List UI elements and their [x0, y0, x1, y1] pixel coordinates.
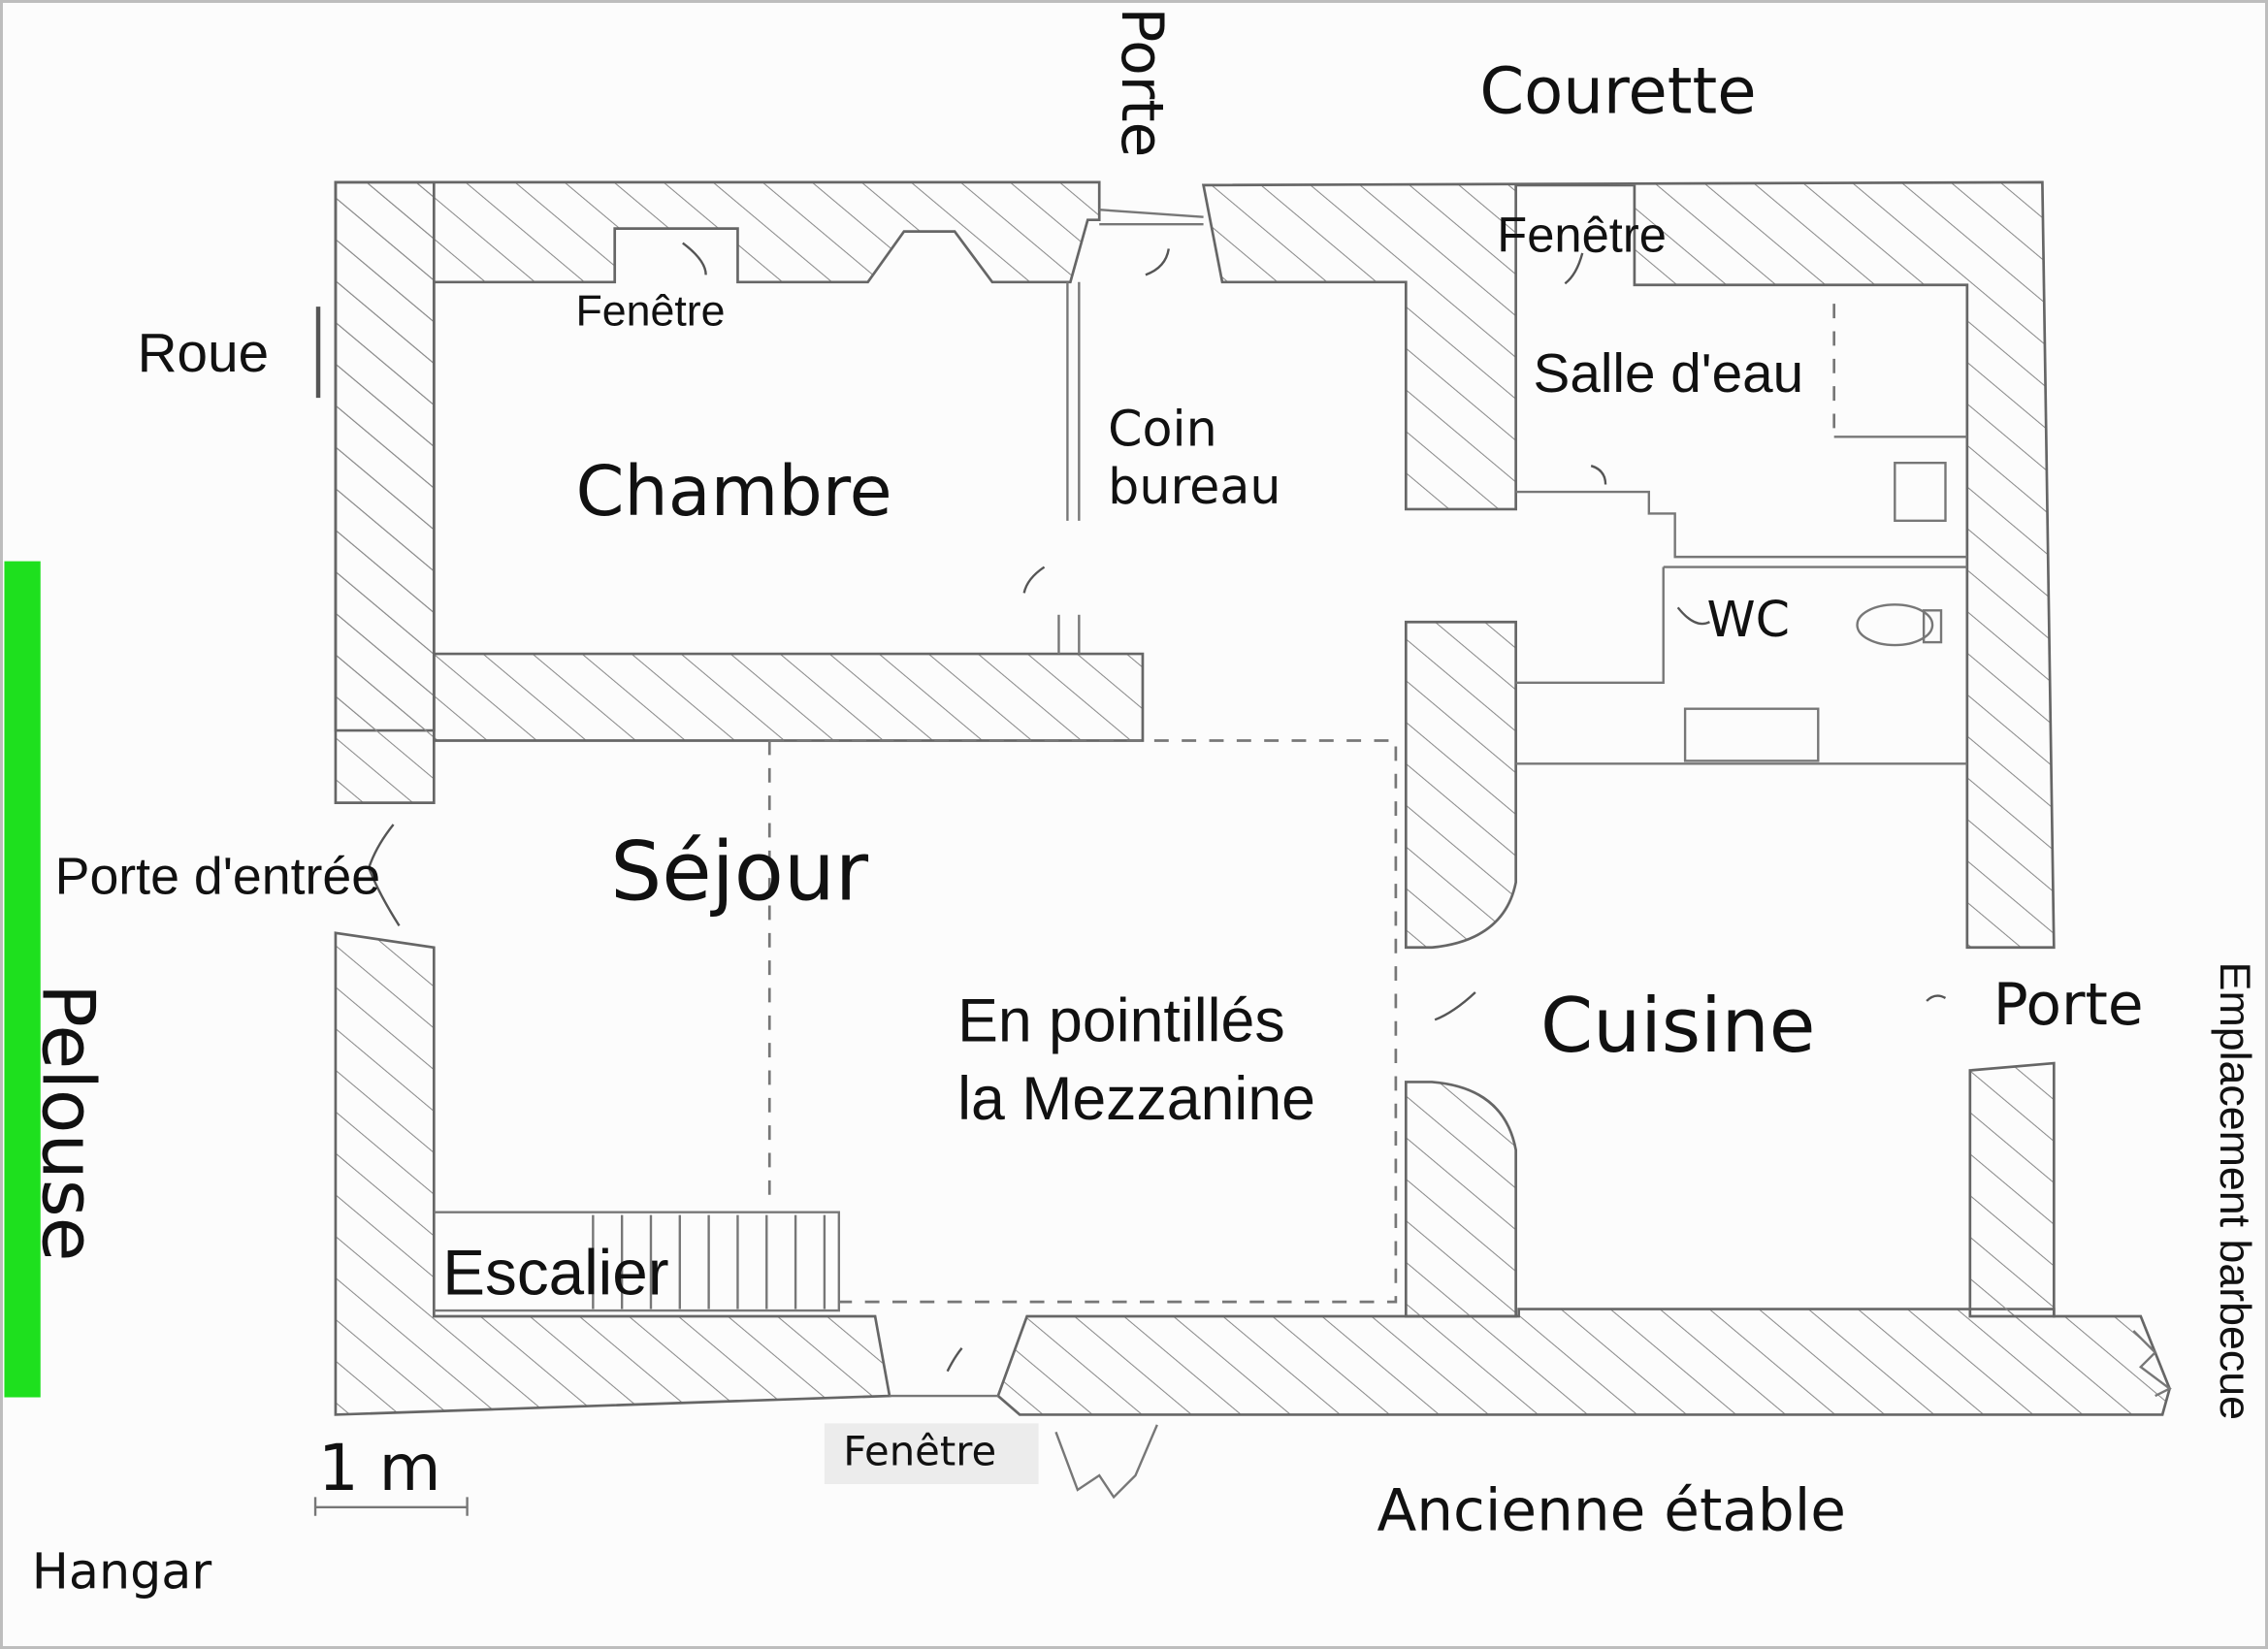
label-pelouse: Pelouse [26, 984, 111, 1261]
label-courette: Courette [1479, 54, 1756, 128]
label-porte-right: Porte [1993, 972, 2144, 1039]
label-coin: Coin [1108, 400, 1217, 457]
pelouse-bar [4, 561, 41, 1398]
stair-steps [592, 1214, 826, 1310]
label-hangar: Hangar [32, 1542, 212, 1600]
label-mezz-1: En pointillés [957, 987, 1285, 1055]
arrow-salle-eau [1590, 465, 1607, 485]
arrow-wc [1676, 606, 1710, 626]
label-chambre: Chambre [575, 451, 891, 532]
arrow-fenetre-bottom [946, 1347, 963, 1373]
label-escalier: Escalier [442, 1238, 668, 1309]
arrow-porte-top [1145, 248, 1170, 276]
arrow-fenetre-salle [1564, 252, 1584, 285]
label-wc: WC [1706, 591, 1790, 648]
fenetre-bottom-bg [824, 1423, 1039, 1484]
label-porte-top: Porte [1108, 7, 1175, 157]
label-mezz-2: la Mezzanine [957, 1065, 1315, 1133]
walls [334, 180, 2172, 1416]
label-fenetre-salle: Fenêtre [1497, 207, 1667, 262]
arrow-porte-right [1926, 994, 1947, 1002]
labels: Courette Porte Roue Fenêtre Fenêtre Sall… [26, 7, 2258, 1600]
label-roue: Roue [138, 323, 269, 384]
label-sejour: Séjour [610, 824, 869, 920]
label-porte-entree: Porte d'entrée [55, 848, 380, 906]
arrow-chambre [1022, 566, 1046, 594]
scale-bar [313, 1497, 469, 1516]
label-salle-eau: Salle d'eau [1534, 343, 1804, 404]
label-fenetre-chambre: Fenêtre [575, 288, 725, 336]
arrow-cuisine [1434, 991, 1476, 1021]
label-ancienne-etable: Ancienne étable [1377, 1478, 1846, 1545]
label-barbecue: Emplacement barbecue [2211, 962, 2258, 1420]
label-bureau: bureau [1108, 458, 1280, 515]
label-scale: 1 m [318, 1432, 441, 1505]
arrow-porte-entree [367, 824, 401, 927]
label-cuisine: Cuisine [1540, 983, 1816, 1070]
door-arrows [367, 242, 1947, 1373]
interior-lines [434, 209, 2172, 1500]
label-fenetre-bottom: Fenêtre [843, 1428, 996, 1475]
arrow-fenetre-chambre [682, 242, 707, 275]
